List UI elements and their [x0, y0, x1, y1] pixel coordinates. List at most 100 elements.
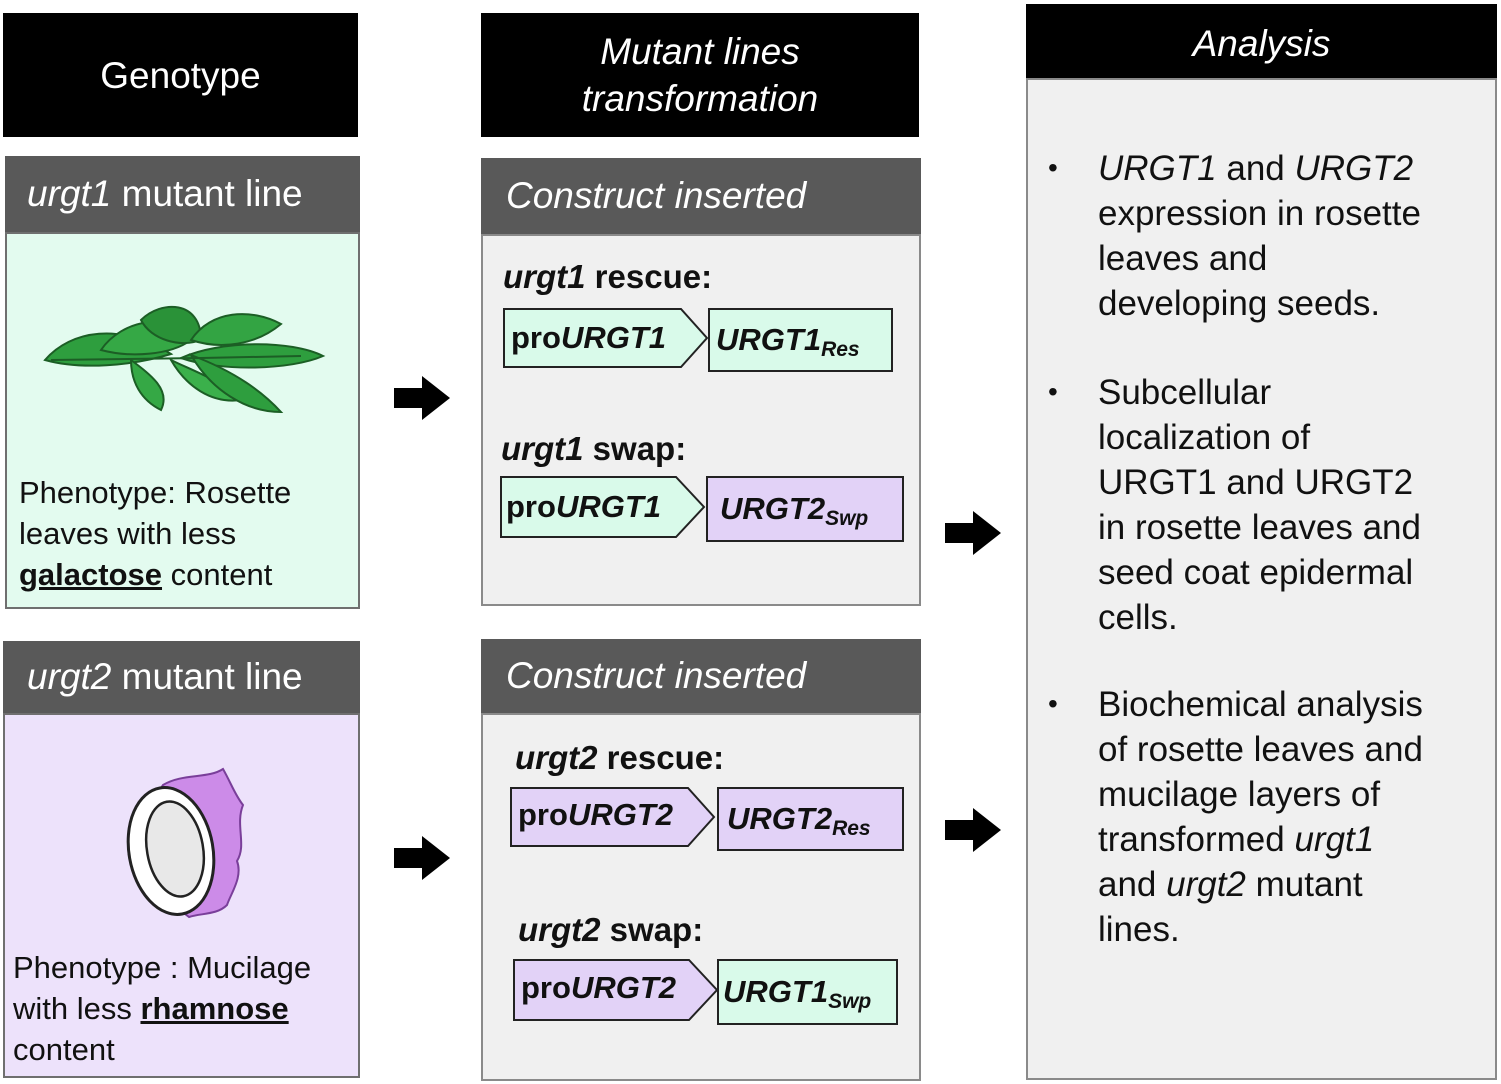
urgt2-phenotype-prefix: with less	[13, 991, 141, 1026]
urgt1-panel-body: Phenotype: Rosette leaves with less gala…	[5, 232, 360, 609]
urgt1-panel: urgt1 mutant line Phenotype: Rosette lea…	[5, 156, 360, 609]
urgt1-phenotype-tail: content	[162, 557, 273, 592]
urgt1-rescue-label: urgt1 rescue:	[503, 258, 712, 296]
rhamnose-keyword: rhamnose	[140, 991, 289, 1026]
urgt2-swap-label: urgt2 swap:	[518, 911, 703, 949]
cds-gene: URGT1	[723, 974, 829, 1009]
promoter-shape	[513, 959, 719, 1021]
construct-panel-1-body	[481, 234, 921, 606]
gene-urgt1: URGT1	[1098, 149, 1217, 188]
promoter-shape	[500, 476, 706, 538]
analysis-1-line-4: developing seeds.	[1098, 284, 1381, 323]
analysis-1-line-1: URGT1 and URGT2	[1098, 146, 1488, 191]
analysis-panel	[1026, 78, 1497, 1080]
promoter-prefix: pro	[521, 970, 571, 1005]
swap-label-text: swap:	[600, 911, 704, 948]
galactose-keyword: galactose	[19, 557, 163, 592]
analysis-2-line-2: localization of	[1098, 418, 1311, 457]
cds-suffix: Res	[832, 817, 871, 840]
urgt1-phenotype: Phenotype: Rosette leaves with less gala…	[19, 472, 359, 595]
rescue-gene: urgt2	[515, 739, 598, 776]
bullet-3: •	[1048, 688, 1058, 719]
analysis-item-1-text: URGT1 and URGT2 expression in rosette le…	[1098, 146, 1488, 326]
urgt2-phenotype-line1: Phenotype : Mucilage	[13, 950, 312, 985]
construct-panel-2-header: Construct inserted	[481, 639, 921, 713]
analysis-2-line-4: in rosette leaves and	[1098, 508, 1421, 547]
urgt2-phenotype-line2: with less rhamnose	[13, 988, 358, 1029]
urgt2-rescue-label: urgt2 rescue:	[515, 739, 724, 777]
gene-urgt1: urgt1	[1294, 820, 1375, 859]
urgt2-phenotype-line3: content	[13, 1032, 115, 1067]
transformation-header: Mutant lines transformation	[481, 13, 919, 137]
rescue-label-text: rescue:	[585, 258, 713, 295]
right-arrow-icon	[945, 511, 1001, 555]
promoter-prefix: pro	[506, 489, 556, 524]
analysis-header: Analysis	[1026, 4, 1497, 78]
promoter-shape	[510, 787, 716, 847]
promoter-gene: URGT1	[560, 320, 667, 355]
text-and: and	[1098, 865, 1167, 904]
bullet-1: •	[1048, 152, 1058, 183]
urgt2-title-gene: urgt2	[27, 656, 112, 697]
construct-panel-2-header-text: Construct inserted	[506, 655, 807, 696]
analysis-header-text: Analysis	[1192, 23, 1331, 64]
urgt1-panel-title: urgt1 mutant line	[5, 156, 360, 232]
analysis-1-line-2: expression in rosette	[1098, 194, 1421, 233]
urgt2-title-rest: mutant line	[111, 656, 303, 697]
text-mutant: mutant	[1245, 865, 1363, 904]
cds-gene: URGT2	[727, 801, 833, 836]
right-arrow-icon	[394, 836, 450, 880]
cds-suffix: Res	[821, 338, 860, 361]
swap-label-text: swap:	[583, 430, 687, 467]
swap-gene: urgt1	[501, 430, 584, 467]
promoter-prefix: pro	[518, 797, 568, 832]
urgt1-title-gene: urgt1	[27, 173, 112, 214]
analysis-3-line-1: Biochemical analysis	[1098, 685, 1423, 724]
gene-urgt2: URGT2	[1294, 149, 1414, 188]
promoter-prefix: pro	[511, 320, 561, 355]
cds-suffix: Swp	[825, 507, 869, 530]
analysis-2-line-3: URGT1 and URGT2	[1098, 463, 1414, 502]
promoter-gene: URGT2	[570, 970, 677, 1005]
transformation-header-line1: Mutant lines	[600, 31, 800, 72]
analysis-3-line-4: transformed urgt1	[1098, 817, 1488, 862]
gene-urgt2: urgt2	[1166, 865, 1246, 904]
right-arrow-icon	[394, 376, 450, 420]
analysis-3-line-2: of rosette leaves and	[1098, 730, 1423, 769]
text-and: and	[1216, 149, 1295, 188]
swap-gene: urgt2	[518, 911, 601, 948]
right-arrow-icon	[945, 808, 1001, 852]
cds-gene: URGT1	[716, 322, 822, 357]
rescue-gene: urgt1	[503, 258, 586, 295]
urgt1-title-rest: mutant line	[111, 173, 303, 214]
bullet-2: •	[1048, 376, 1058, 407]
cds-gene: URGT2	[720, 491, 826, 526]
cds-suffix: Swp	[828, 990, 872, 1013]
analysis-3-line-5: and urgt2 mutant	[1098, 862, 1488, 907]
seed-mucilage-icon	[126, 767, 245, 919]
urgt1-phenotype-line1: Phenotype: Rosette	[19, 475, 292, 510]
urgt1-swap-label: urgt1 swap:	[501, 430, 686, 468]
rosette-leaves-icon	[43, 306, 326, 414]
analysis-item-2-text: Subcellular localization of URGT1 and UR…	[1098, 370, 1488, 640]
promoter-gene: URGT2	[567, 797, 674, 832]
genotype-header: Genotype	[3, 13, 358, 137]
construct-panel-1-header-text: Construct inserted	[506, 175, 807, 216]
text-transformed: transformed	[1098, 820, 1295, 859]
rescue-label-text: rescue:	[597, 739, 725, 776]
analysis-1-line-3: leaves and	[1098, 239, 1268, 278]
transformation-header-line2: transformation	[581, 78, 819, 119]
urgt2-panel: urgt2 mutant line Phenotype : Mucilage w…	[3, 641, 360, 1078]
analysis-2-line-6: cells.	[1098, 598, 1178, 637]
analysis-item-3-text: Biochemical analysis of rosette leaves a…	[1098, 682, 1488, 952]
analysis-2-line-1: Subcellular	[1098, 373, 1272, 412]
analysis-3-line-3: mucilage layers of	[1098, 775, 1381, 814]
